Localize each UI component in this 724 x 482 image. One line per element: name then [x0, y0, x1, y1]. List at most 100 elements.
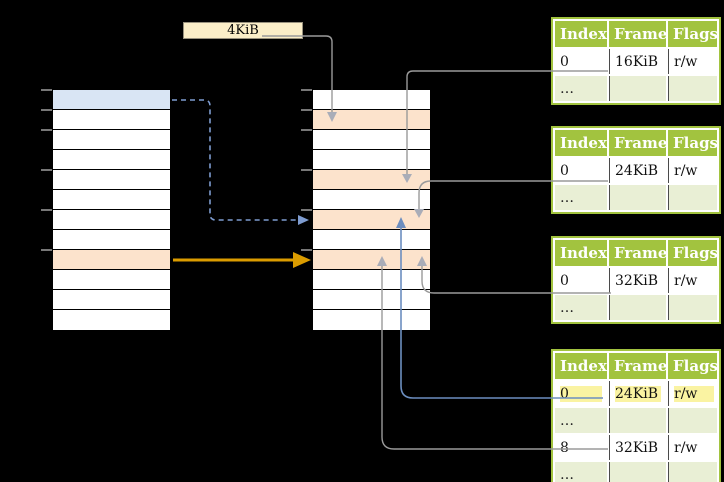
column-header-frame: Frame	[609, 21, 667, 47]
frame-row	[313, 190, 430, 210]
axis-tick	[301, 129, 312, 131]
cell-index: …	[555, 185, 607, 210]
column-header-index: Index	[555, 21, 607, 47]
cell-frame: 32KiB	[609, 268, 666, 293]
virtual-page-row	[53, 190, 170, 210]
arrow-virtual-page-to-frame-dashed	[172, 99, 298, 221]
table-row-ellipsis: …	[555, 185, 717, 210]
table-row-highlighted: 0 24KiB r/w	[555, 381, 717, 406]
cell-frame	[609, 185, 666, 210]
cell-index: …	[555, 408, 607, 433]
table-row: 0 16KiB r/w	[555, 49, 717, 74]
table-row-ellipsis: …	[555, 76, 717, 101]
virtual-page-row	[53, 310, 170, 330]
frame-row	[313, 270, 430, 290]
arrowhead-right-icon	[293, 252, 311, 268]
cell-index: 0	[555, 381, 607, 406]
cell-frame: 32KiB	[609, 435, 666, 460]
cell-index: …	[555, 462, 607, 482]
table-header-row: Index Frame Flags	[555, 130, 718, 156]
frame-row	[313, 310, 430, 330]
cell-frame: 24KiB	[609, 381, 666, 406]
page-table-1: Index Frame Flags 0 16KiB r/w …	[551, 17, 721, 105]
page-size-text: 4KiB	[227, 23, 259, 38]
cell-index: 8	[555, 435, 607, 460]
virtual-page-row-highlighted-blue	[53, 90, 170, 110]
virtual-page-row-highlighted-orange	[53, 250, 170, 270]
yellow-highlight: 24KiB	[615, 385, 661, 402]
table-row: 0 24KiB r/w	[555, 158, 717, 183]
virtual-page-row	[53, 230, 170, 250]
table-header-row: Index Frame Flags	[555, 353, 718, 379]
column-header-index: Index	[555, 130, 607, 156]
cell-frame	[609, 408, 666, 433]
axis-tick	[41, 89, 52, 91]
cell-flags	[668, 408, 717, 433]
cell-flags	[668, 185, 717, 210]
column-header-index: Index	[555, 353, 607, 379]
virtual-page-row	[53, 290, 170, 310]
frame-row	[313, 130, 430, 150]
frame-row-page-table	[313, 110, 430, 130]
cell-frame	[609, 76, 666, 101]
cell-flags: r/w	[668, 381, 717, 406]
cell-frame: 24KiB	[609, 158, 666, 183]
frame-row	[313, 230, 430, 250]
page-table-3: Index Frame Flags 0 32KiB r/w …	[551, 236, 721, 324]
page-table-4: Index Frame Flags 0 24KiB r/w … 8 32KiB …	[551, 349, 721, 482]
yellow-highlight: r/w	[674, 385, 714, 402]
frame-row-page-table	[313, 250, 430, 270]
axis-tick	[301, 249, 312, 251]
table-row: 8 32KiB r/w	[555, 435, 717, 460]
virtual-page-row	[53, 170, 170, 190]
table-row-ellipsis: …	[555, 295, 717, 320]
column-header-frame: Frame	[609, 130, 667, 156]
cell-flags	[668, 76, 717, 101]
table-row-ellipsis: …	[555, 462, 717, 482]
cell-flags	[668, 462, 717, 482]
cell-flags: r/w	[668, 49, 717, 74]
axis-tick	[301, 89, 312, 91]
frame-row-page-table	[313, 170, 430, 190]
frame-row	[313, 150, 430, 170]
table-row-ellipsis: …	[555, 408, 717, 433]
axis-tick	[301, 109, 312, 111]
cell-flags: r/w	[668, 268, 717, 293]
cell-index: 0	[555, 158, 607, 183]
frame-row-page-table	[313, 210, 430, 230]
virtual-memory-column	[52, 89, 171, 331]
virtual-page-row	[53, 210, 170, 230]
virtual-page-row	[53, 130, 170, 150]
axis-tick	[41, 129, 52, 131]
cell-flags: r/w	[668, 435, 717, 460]
axis-tick	[41, 209, 52, 211]
column-header-flags: Flags	[668, 21, 718, 47]
virtual-page-row	[53, 110, 170, 130]
column-header-flags: Flags	[668, 130, 718, 156]
virtual-page-row	[53, 150, 170, 170]
axis-tick	[301, 169, 312, 171]
cell-index: …	[555, 76, 607, 101]
cell-index: …	[555, 295, 607, 320]
table-row: 0 32KiB r/w	[555, 268, 717, 293]
axis-tick	[41, 249, 52, 251]
cell-index: 0	[555, 49, 607, 74]
cell-flags	[668, 295, 717, 320]
cell-flags: r/w	[668, 158, 717, 183]
cell-index: 0	[555, 268, 607, 293]
virtual-page-row	[53, 270, 170, 290]
page-size-label: 4KiB	[183, 22, 303, 39]
physical-memory-column	[312, 89, 431, 331]
column-header-frame: Frame	[609, 240, 667, 266]
column-header-flags: Flags	[668, 240, 718, 266]
cell-frame	[609, 462, 666, 482]
table-header-row: Index Frame Flags	[555, 240, 718, 266]
axis-tick	[41, 169, 52, 171]
axis-tick	[41, 109, 52, 111]
table-header-row: Index Frame Flags	[555, 21, 718, 47]
cell-frame	[609, 295, 666, 320]
cell-frame: 16KiB	[609, 49, 666, 74]
yellow-highlight: 0	[560, 385, 602, 402]
frame-row	[313, 290, 430, 310]
